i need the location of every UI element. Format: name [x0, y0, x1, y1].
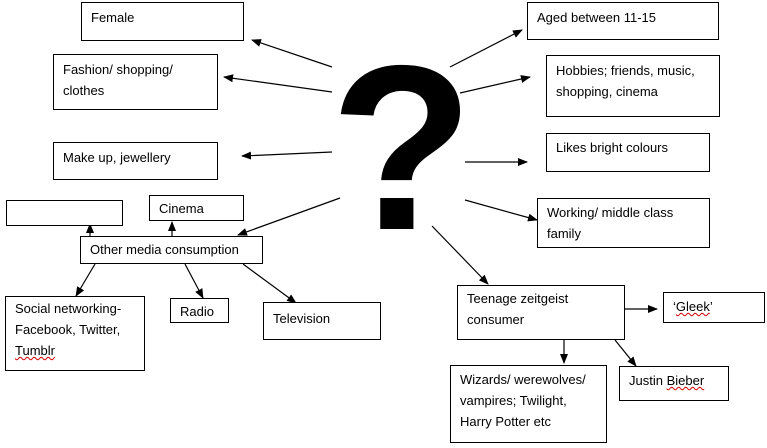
- box-cinema: Cinema: [149, 195, 244, 221]
- box-fashion: Fashion/ shopping/ clothes: [53, 54, 218, 110]
- arrow-to-female: [251, 39, 333, 68]
- box-blank: [6, 200, 123, 226]
- box-hobbies: Hobbies; friends, music, shopping, cinem…: [546, 55, 720, 117]
- arrow-to-justin: [614, 339, 637, 367]
- box-female: Female: [81, 2, 244, 41]
- bieber-text: Bieber: [666, 373, 705, 388]
- arrow-to-aged: [449, 29, 523, 68]
- box-justin: Justin Bieber: [619, 366, 729, 401]
- arrow-to-social: [75, 263, 96, 297]
- box-other-media: Other media consumption: [80, 236, 263, 264]
- arrow-to-television: [242, 263, 297, 304]
- box-bright-colours: Likes bright colours: [546, 133, 710, 172]
- arrow-to-radio: [184, 263, 204, 299]
- gleek-text: Gleek: [675, 299, 710, 314]
- arrow-to-fashion: [223, 74, 333, 93]
- arrow-to-makeup: [241, 151, 333, 160]
- arrow-to-teenage: [431, 225, 489, 285]
- arrow-to-hobbies: [459, 75, 531, 94]
- tumblr-text: Tumblr: [15, 343, 55, 358]
- box-aged: Aged between 11-15: [527, 2, 719, 40]
- box-working-family: Working/ middle class family: [537, 198, 710, 248]
- box-wizards: Wizards/ werewolves/ vampires; Twilight,…: [450, 365, 607, 443]
- box-television: Television: [263, 302, 381, 340]
- box-makeup: Make up, jewellery: [53, 142, 218, 180]
- arrow-to-other-media: [237, 197, 341, 236]
- box-gleek: ‘Gleek’: [663, 292, 765, 323]
- question-mark: ?: [330, 16, 474, 279]
- box-teenage: Teenage zeitgeist consumer: [457, 285, 625, 340]
- arrow-to-working: [464, 199, 538, 222]
- box-social-networking: Social networking- Facebook, Twitter, Tu…: [5, 296, 145, 371]
- box-radio: Radio: [170, 298, 229, 323]
